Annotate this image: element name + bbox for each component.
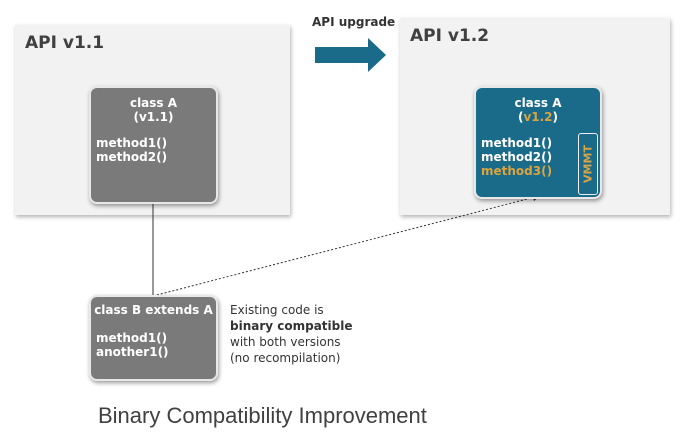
class-version: (v1.1) [133,110,174,124]
upgrade-label: API upgrade [312,15,396,29]
method: method1() [96,331,168,345]
class-name: class B extends A [94,303,213,317]
vmmt-box: VMMT [578,133,598,195]
panel-title: API v1.2 [410,26,490,46]
class-version: (v1.2) [517,110,559,124]
class-b-box: class B extends A method1() another1() [89,295,218,381]
class-a-v11-box: class A (v1.1) method1() method2() [89,86,218,204]
class-a-v12-box: class A (v1.2) method1() method2() metho… [474,86,602,199]
method-new: method3() [481,164,553,178]
method: another1() [96,345,169,359]
method: method2() [96,150,168,164]
method: method2() [481,150,553,164]
method: method1() [481,136,553,150]
upgrade-arrow-icon [315,38,386,72]
compatibility-note: Existing code is binary compatible with … [230,303,353,365]
class-name: class A [129,96,178,110]
dotted-link-line [152,196,536,297]
caption: Binary Compatibility Improvement [98,403,427,428]
panel-title: API v1.1 [25,33,105,53]
method: method1() [96,136,168,150]
class-name: class A [514,96,562,110]
